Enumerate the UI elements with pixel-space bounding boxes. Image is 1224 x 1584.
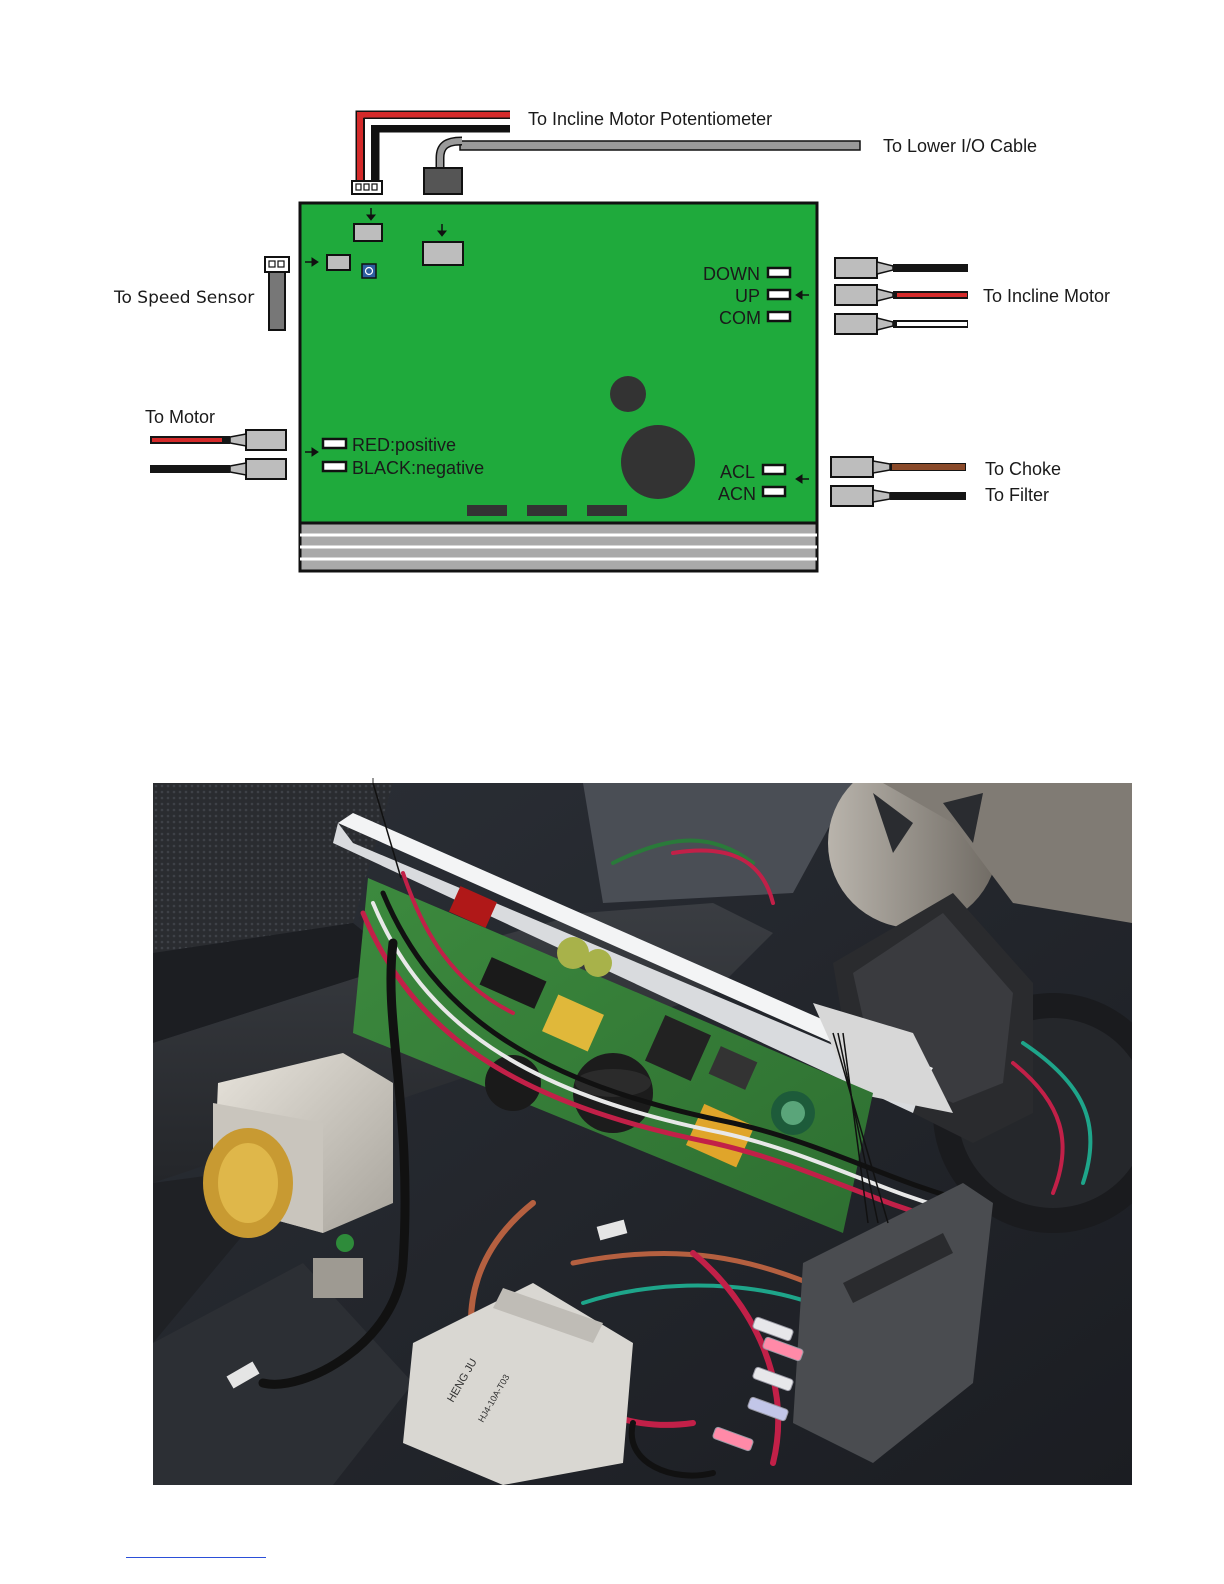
footer-link-underline: [126, 1557, 266, 1558]
terminal-label-down: DOWN: [703, 265, 760, 283]
trimmer-icon: [362, 264, 376, 278]
terminal-label-acn: ACN: [718, 485, 756, 503]
terminal-label-black: BLACK:negative: [352, 459, 484, 477]
terminal-label-com: COM: [719, 309, 761, 327]
terminal-label-red: RED:positive: [352, 436, 456, 454]
black-terminal: [323, 462, 346, 471]
treadmill-controller-photo: HENG JU HJ4-10A-T03: [153, 783, 1132, 1485]
down-terminal: [768, 268, 790, 277]
incline-motor-connector-com: [835, 314, 968, 334]
terminal-label-acl: ACL: [720, 463, 755, 481]
io-socket: [423, 242, 463, 265]
label-incline-pot: To Incline Motor Potentiometer: [528, 110, 772, 128]
label-choke: To Choke: [985, 460, 1061, 478]
label-lower-io: To Lower I/O Cable: [883, 137, 1037, 155]
incline-motor-connector-down: [835, 258, 968, 278]
large-capacitor: [621, 425, 695, 499]
lower-io-cable: [424, 141, 860, 194]
bottom-pad: [527, 505, 567, 516]
bottom-pad: [587, 505, 627, 516]
terminal-label-up: UP: [735, 287, 760, 305]
acn-terminal: [763, 487, 785, 496]
speed-sensor-socket: [327, 255, 350, 270]
board-heatsink: [300, 523, 817, 571]
label-incline-motor: To Incline Motor: [983, 287, 1110, 305]
pot-socket: [354, 224, 382, 241]
incline-pot-connector: [352, 181, 382, 194]
filter-connector: [831, 486, 966, 506]
label-motor: To Motor: [145, 408, 215, 426]
incline-motor-connector-up: [835, 285, 968, 305]
up-terminal: [768, 290, 790, 299]
motor-connector-black: [150, 459, 286, 479]
speed-sensor-connector: [265, 257, 289, 330]
motor-connector-red: [150, 430, 286, 450]
com-terminal: [768, 312, 790, 321]
acl-terminal: [763, 465, 785, 474]
label-speed-sensor: To Speed Sensor: [114, 290, 254, 307]
small-capacitor: [610, 376, 646, 412]
red-terminal: [323, 439, 346, 448]
bottom-pad: [467, 505, 507, 516]
label-filter: To Filter: [985, 486, 1049, 504]
choke-connector: [831, 457, 966, 477]
